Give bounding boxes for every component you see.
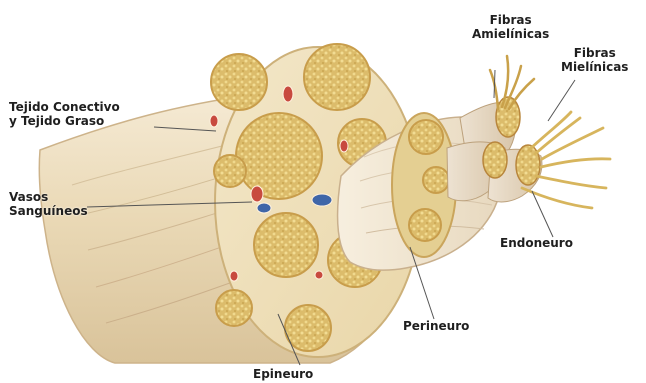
fibras-amielinicas-line2: Amielínicas xyxy=(472,27,549,41)
tejido-conectivo-line1: Tejido Conectivo xyxy=(9,100,120,114)
leader-fibras-amielinicas xyxy=(494,70,495,98)
epineuro-label: Epineuro xyxy=(253,367,313,381)
fibras-mielinicas-label: Fibras Mielínicas xyxy=(561,46,628,74)
fibras-mielinicas-line1: Fibras xyxy=(561,46,628,60)
fibras-mielinicas-line2: Mielínicas xyxy=(561,60,628,74)
fibras-amielinicas-line1: Fibras xyxy=(472,13,549,27)
leader-fibras-mielinicas xyxy=(548,80,575,121)
endoneuro-label: Endoneuro xyxy=(500,236,573,250)
nerve-fiber-bundles xyxy=(447,56,610,208)
vasos-sanguineos-label: Vasos Sanguíneos xyxy=(9,190,88,218)
vasos-sanguineos-line2: Sanguíneos xyxy=(9,204,88,218)
vasos-sanguineos-line1: Vasos xyxy=(9,190,88,204)
perineuro-label: Perineuro xyxy=(403,319,469,333)
tejido-conectivo-label: Tejido Conectivo y Tejido Graso xyxy=(9,100,120,128)
fibras-amielinicas-label: Fibras Amielínicas xyxy=(472,13,549,41)
tejido-conectivo-line2: y Tejido Graso xyxy=(9,114,120,128)
